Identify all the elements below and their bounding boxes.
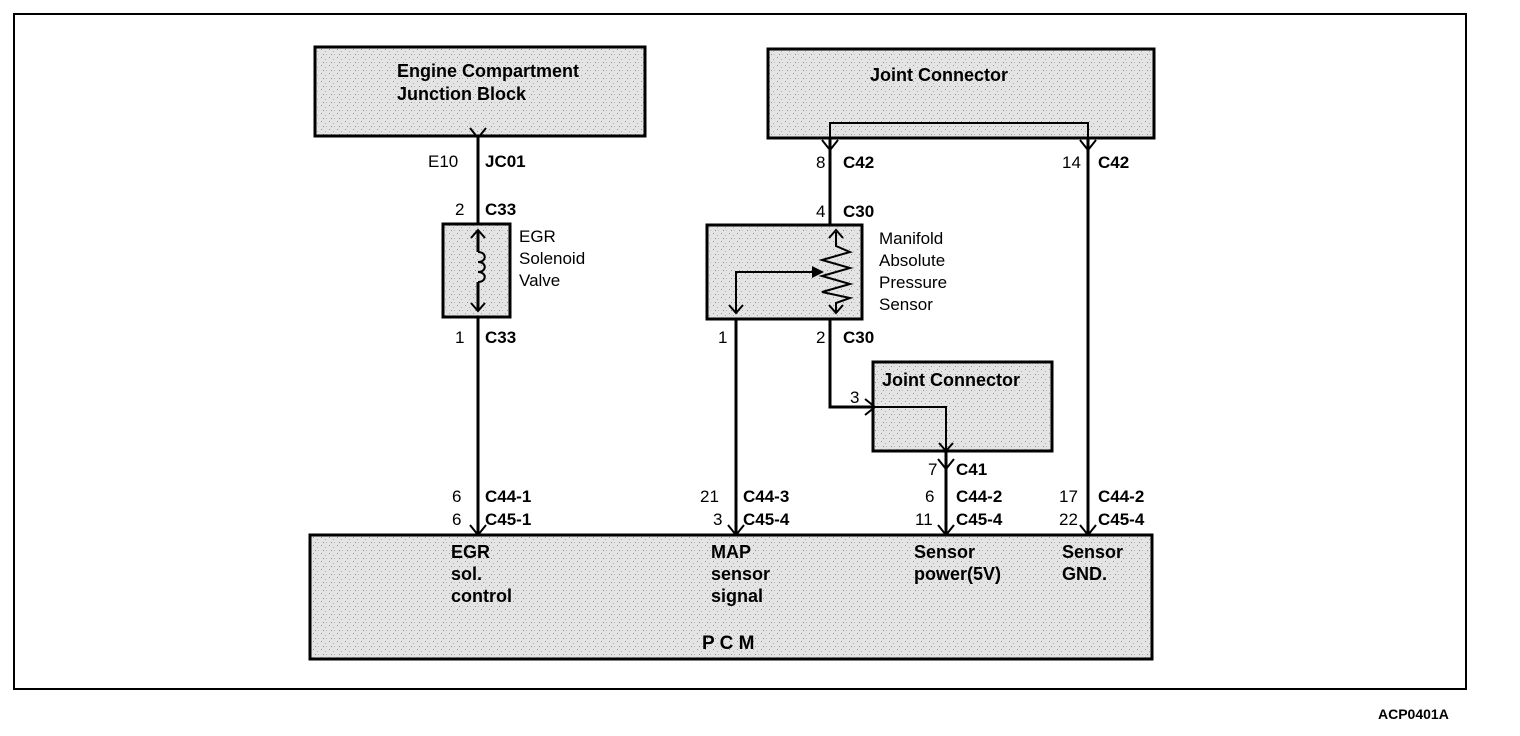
pin-joint-out-conn: C41 (956, 460, 987, 479)
egr-valve-label-line2: Solenoid (519, 249, 585, 268)
map-sensor-label-line2: Absolute (879, 251, 945, 270)
pin-p4-num2: 22 (1059, 510, 1078, 529)
pin-egr-top-conn: C33 (485, 200, 516, 219)
pin-p3-conn1: C44-2 (956, 487, 1002, 506)
pin-egr-bot-num: 1 (455, 328, 464, 347)
joint-connector-small-label: Joint Connector (882, 370, 1020, 390)
pcm-egr-line1: EGR (451, 542, 490, 562)
pin-jc-right-num: 14 (1062, 153, 1081, 172)
pin-p3-num1: 6 (925, 487, 934, 506)
pin-map-right-num: 2 (816, 328, 825, 347)
figure-code: ACP0401A (1378, 706, 1449, 722)
pin-p3-num2: 11 (915, 510, 933, 529)
pin-map-left-num: 1 (718, 328, 727, 347)
pin-p1-conn2: C45-1 (485, 510, 531, 529)
pcm-map-line1: MAP (711, 542, 751, 562)
pin-labels: E10 JC01 2 C33 1 C33 8 C42 14 C42 4 C30 … (428, 152, 1145, 529)
pcm-terminal-labels: EGR sol. control MAP sensor signal Senso… (451, 542, 1123, 606)
pin-joint-in-num: 3 (850, 388, 859, 407)
pin-e10: E10 (428, 152, 458, 171)
pcm-egr-line2: sol. (451, 564, 482, 584)
wires (476, 122, 1090, 535)
joint-connector-bridge (829, 122, 1089, 138)
pcm-label: P C M (702, 633, 754, 654)
ecjb-label-line2: Junction Block (397, 84, 527, 104)
pin-p2-num1: 21 (700, 487, 719, 506)
pin-egr-bot-conn: C33 (485, 328, 516, 347)
joint-connector-top: Joint Connector (766, 47, 1156, 140)
pin-p3-conn2: C45-4 (956, 510, 1003, 529)
joint-connector-top-label: Joint Connector (870, 65, 1008, 85)
map-sensor-label-line4: Sensor (879, 295, 933, 314)
map-sensor-label-line3: Pressure (879, 273, 947, 292)
pin-map-top-num: 4 (816, 202, 825, 221)
wire-map-to-joint (828, 319, 873, 409)
pin-p4-conn1: C44-2 (1098, 487, 1144, 506)
pin-jc01: JC01 (485, 152, 526, 171)
ecjb-label-line1: Engine Compartment (397, 61, 579, 81)
map-sensor: Manifold Absolute Pressure Sensor (705, 223, 947, 321)
pin-p2-conn1: C44-3 (743, 487, 789, 506)
pcm-gnd-line1: Sensor (1062, 542, 1123, 562)
pin-p2-num2: 3 (713, 510, 722, 529)
joint-connector-small-link (873, 406, 947, 451)
pcm-block: P C M (308, 533, 1154, 661)
egr-valve-label-line1: EGR (519, 227, 556, 246)
pin-p2-conn2: C45-4 (743, 510, 790, 529)
pin-p1-conn1: C44-1 (485, 487, 531, 506)
connector-marks (469, 127, 1097, 537)
pin-p1-num2: 6 (452, 510, 461, 529)
pin-jc-right-conn: C42 (1098, 153, 1129, 172)
pin-p4-num1: 17 (1059, 487, 1078, 506)
pin-jc-left-num: 8 (816, 153, 825, 172)
engine-compartment-junction-block: Engine Compartment Junction Block (313, 45, 647, 138)
pcm-egr-line3: control (451, 586, 512, 606)
pin-joint-out-num: 7 (928, 460, 937, 479)
pin-map-top-conn: C30 (843, 202, 874, 221)
egr-solenoid-valve: EGR Solenoid Valve (441, 222, 585, 319)
egr-valve-label-line3: Valve (519, 271, 560, 290)
diagram-frame (13, 13, 1467, 690)
pin-p4-conn2: C45-4 (1098, 510, 1145, 529)
pin-map-right-conn: C30 (843, 328, 874, 347)
pin-jc-left-conn: C42 (843, 153, 874, 172)
pin-egr-top-num: 2 (455, 200, 464, 219)
pcm-gnd-line2: GND. (1062, 564, 1107, 584)
map-sensor-label-line1: Manifold (879, 229, 943, 248)
pcm-map-line3: signal (711, 586, 763, 606)
pcm-power-line2: power(5V) (914, 564, 1001, 584)
pin-p1-num1: 6 (452, 487, 461, 506)
pcm-power-line1: Sensor (914, 542, 975, 562)
pcm-map-line2: sensor (711, 564, 770, 584)
